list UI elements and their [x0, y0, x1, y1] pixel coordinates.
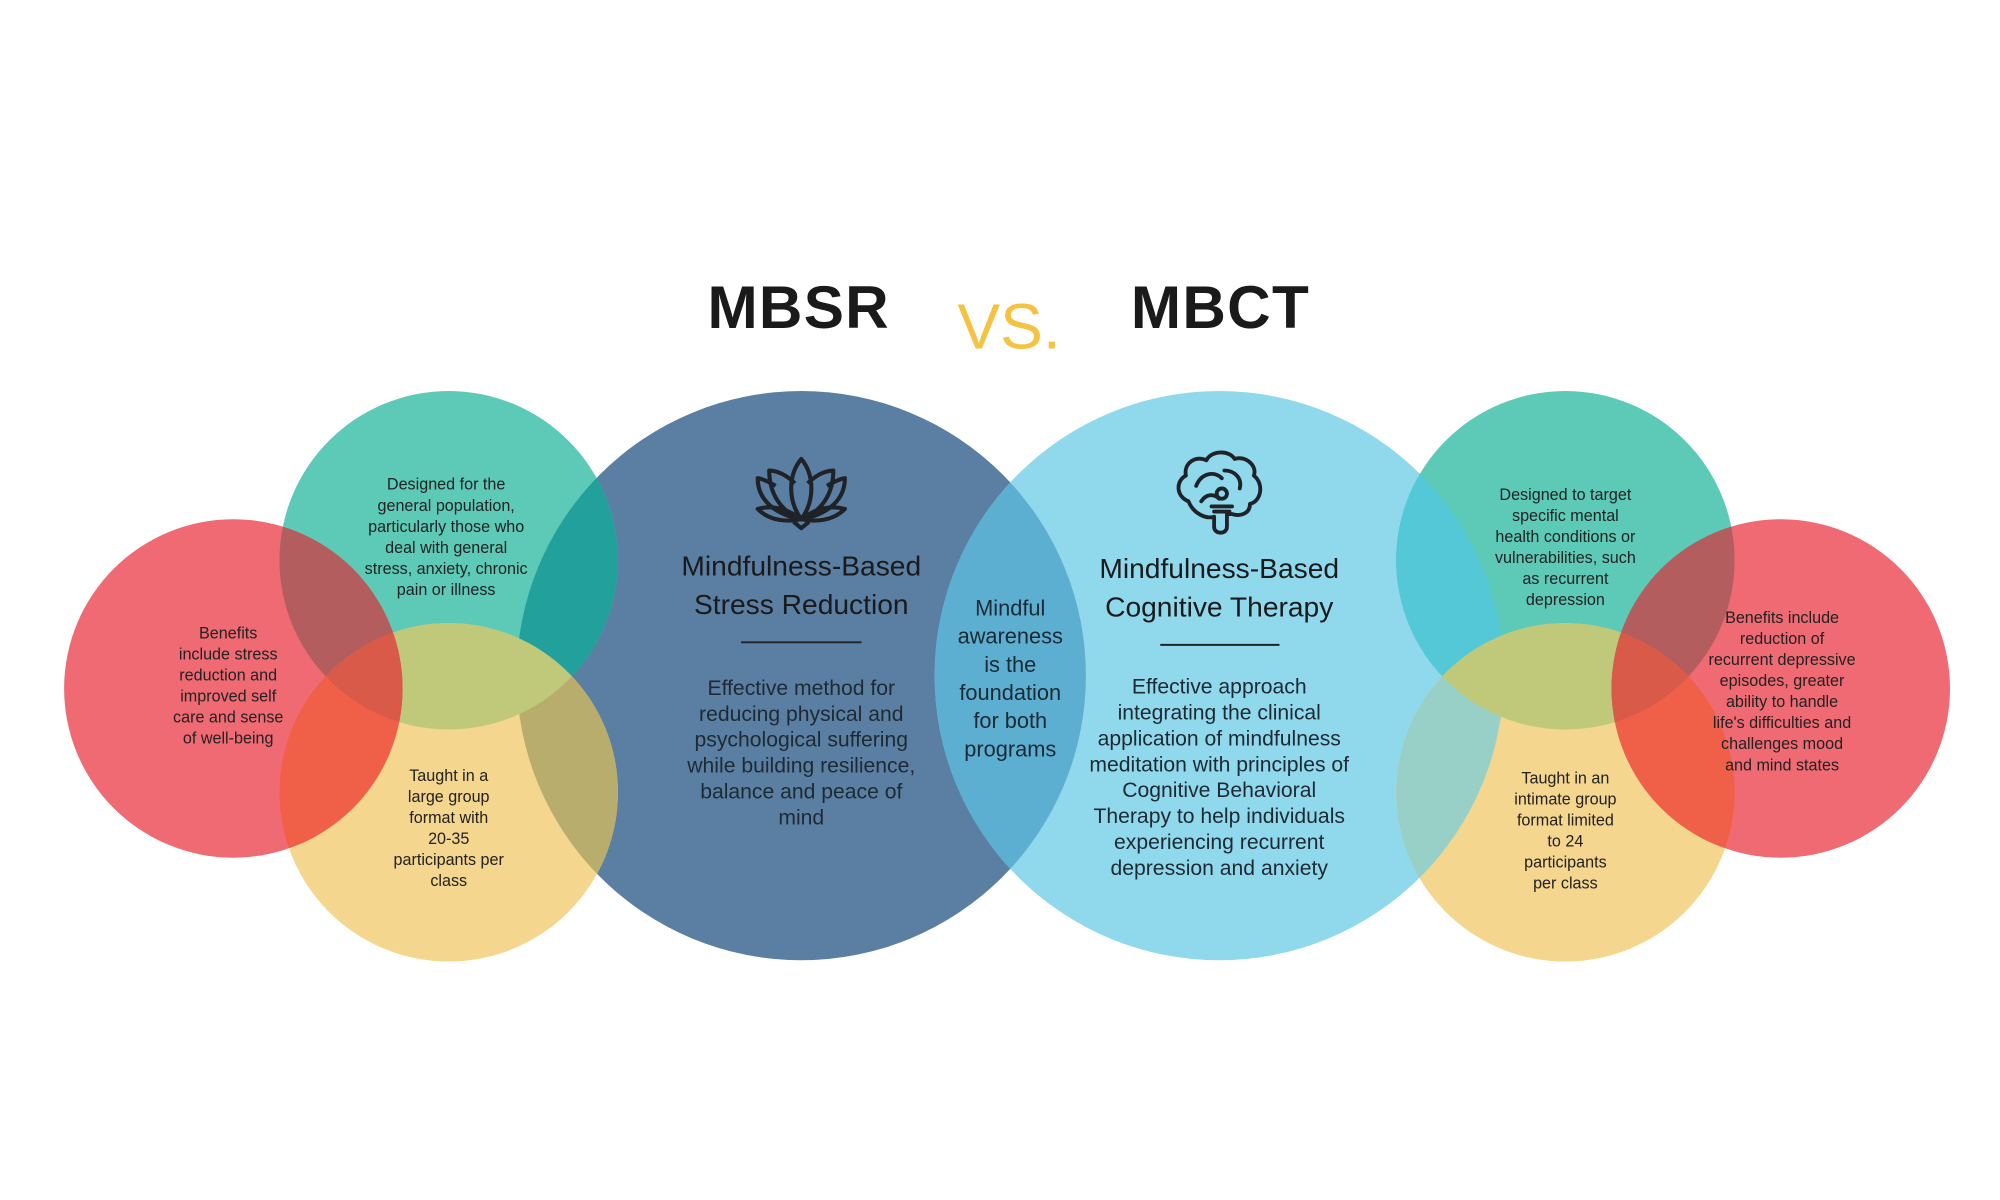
text-line: of well-being: [183, 730, 274, 748]
text-line: specific mental: [1512, 507, 1619, 525]
text-line: to 24: [1547, 832, 1583, 850]
text-line: episodes, greater: [1720, 672, 1845, 690]
text-line: application of mindfulness: [1098, 727, 1341, 750]
text-line: pain or illness: [397, 581, 496, 599]
mbsr-format-text: Taught in a large group format with 20-35 pa…: [394, 767, 505, 890]
text-line: format with: [409, 809, 488, 827]
text-line: intimate group: [1514, 790, 1616, 808]
mbsr-audience-text: Designed for the general population, parti…: [365, 476, 528, 599]
text-line: Stress Reduction: [694, 588, 909, 620]
text-line: stress, anxiety, chronic: [365, 560, 528, 578]
text-line: large group: [408, 788, 490, 806]
lotus-icon: [755, 456, 847, 531]
mbct-benefits-text: Benefits include reduction of recurrent de…: [1708, 609, 1855, 774]
text-line: particularly those who: [368, 518, 524, 536]
text-line: class: [430, 872, 467, 890]
text-line: per class: [1533, 874, 1598, 892]
text-line: Designed to target: [1499, 486, 1631, 504]
text-line: meditation with principles of: [1089, 753, 1349, 776]
mbsr-title: MBSR: [707, 273, 890, 341]
text-line: Mindful: [975, 595, 1045, 620]
text-line: while building resilience,: [686, 755, 915, 778]
text-line: Cognitive Therapy: [1105, 591, 1334, 623]
text-line: integrating the clinical: [1118, 701, 1321, 724]
shared-foundation-text: Mindful awareness is the foundation for both…: [958, 595, 1063, 761]
text-line: Effective approach: [1132, 676, 1307, 699]
text-line: reducing physical and: [699, 703, 904, 726]
text-line: ability to handle: [1726, 693, 1838, 711]
text-line: as recurrent: [1522, 570, 1609, 588]
versus-label: VS.: [957, 291, 1060, 363]
text-line: include stress: [179, 645, 278, 663]
text-line: deal with general: [385, 539, 507, 557]
text-line: awareness: [958, 624, 1063, 649]
text-line: depression and anxiety: [1111, 857, 1329, 880]
text-line: Taught in a: [409, 767, 488, 785]
text-line: psychological suffering: [695, 729, 908, 752]
text-line: experiencing recurrent: [1114, 831, 1324, 854]
text-line: Designed for the: [387, 476, 505, 494]
text-line: life's difficulties and: [1713, 714, 1851, 732]
text-line: is the: [984, 652, 1036, 677]
text-line: general population,: [377, 497, 514, 515]
text-line: Effective method for: [707, 677, 895, 700]
text-line: and mind states: [1725, 756, 1839, 774]
text-line: participants: [1524, 853, 1607, 871]
mbct-main-circle: [934, 391, 1504, 961]
text-line: format limited: [1517, 811, 1614, 829]
text-line: challenges mood: [1721, 735, 1843, 753]
text-line: recurrent depressive: [1708, 651, 1855, 669]
text-line: balance and peace of: [700, 780, 902, 803]
text-line: for both: [973, 708, 1047, 733]
text-line: mind: [778, 806, 824, 829]
brain-icon: [1176, 450, 1263, 535]
text-line: health conditions or: [1495, 528, 1636, 546]
text-line: Cognitive Behavioral: [1122, 779, 1316, 802]
text-line: Benefits: [199, 624, 257, 642]
mbct-format-text: Taught in an intimate group format limited…: [1514, 769, 1616, 892]
mbsr-description: Effective method for reducing physical an…: [686, 677, 915, 829]
text-line: foundation: [959, 680, 1061, 705]
text-line: vulnerabilities, such: [1495, 549, 1636, 567]
text-line: improved self: [180, 688, 277, 706]
text-line: Mindfulness-Based: [681, 550, 921, 582]
mbsr-benefits-text: Benefits include stress reduction and impro…: [173, 624, 283, 747]
mbsr-main-circle: [516, 391, 1086, 961]
text-line: Benefits include: [1725, 609, 1839, 627]
mbct-title: MBCT: [1131, 273, 1310, 341]
text-line: Therapy to help individuals: [1093, 805, 1345, 828]
mbct-audience-text: Designed to target specific mental health …: [1495, 486, 1636, 609]
text-line: reduction of: [1740, 630, 1825, 648]
text-line: programs: [964, 736, 1056, 761]
text-line: care and sense: [173, 709, 283, 727]
text-line: Taught in an: [1521, 769, 1609, 787]
text-line: depression: [1526, 591, 1605, 609]
text-line: Mindfulness-Based: [1099, 552, 1339, 584]
text-line: reduction and: [179, 667, 277, 685]
text-line: participants per: [394, 851, 505, 869]
text-line: 20-35: [428, 830, 469, 848]
